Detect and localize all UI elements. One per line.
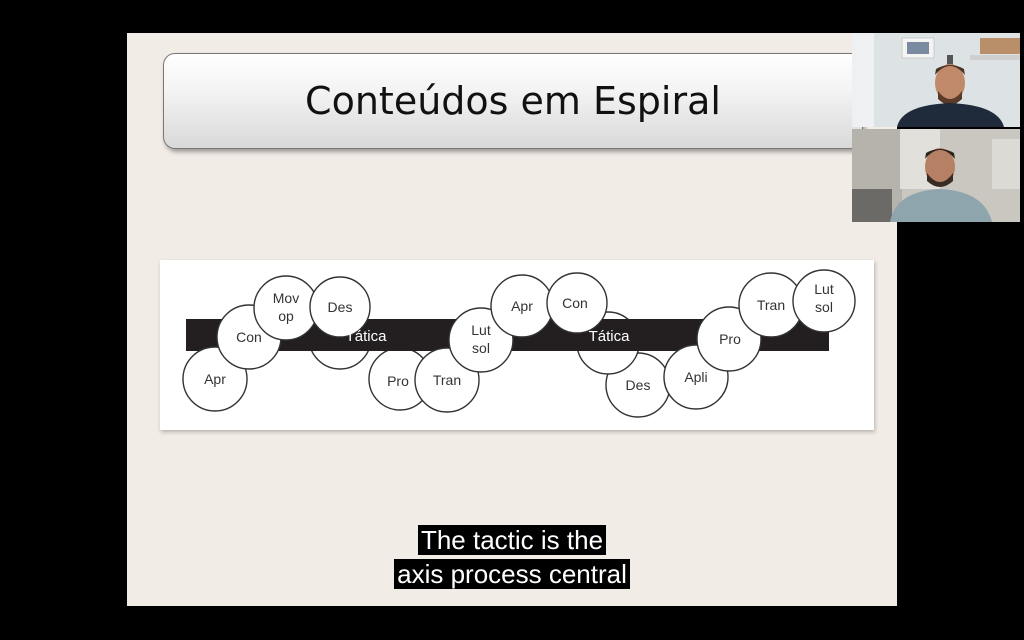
slide-title: Conteúdos em Espiral — [305, 79, 721, 123]
bar-label-tatica-1: Tática — [346, 328, 388, 345]
label-lut-1: Lut — [471, 322, 491, 338]
label-con-1: Con — [236, 329, 262, 345]
bar-label-tatica-2: Tática — [589, 328, 631, 345]
presentation-slide: Conteúdos em Espiral — [127, 33, 897, 606]
label-des-2: Des — [626, 377, 651, 393]
label-sol-1: sol — [472, 340, 490, 356]
caption-line-2: axis process central — [394, 559, 630, 589]
label-pro-1: Pro — [387, 373, 409, 389]
label-lut-2: Lut — [814, 281, 834, 297]
participant-video-1-feed — [852, 33, 1020, 127]
label-tran-2: Tran — [757, 297, 785, 313]
caption-line-1: The tactic is the — [417, 525, 607, 555]
participant-video-2[interactable] — [852, 129, 1020, 222]
circle-des-1 — [309, 276, 371, 338]
spiral-diagram: Tática Tática Apr Con Mov op Des Pro Tra… — [160, 260, 874, 430]
slide-title-box: Conteúdos em Espiral — [163, 53, 863, 149]
label-tran-1: Tran — [433, 372, 461, 388]
label-pro-2: Pro — [719, 331, 741, 347]
label-op: op — [278, 308, 294, 324]
label-con-2: Con — [562, 295, 588, 311]
circle-lut-sol-2 — [792, 269, 856, 333]
spiral-diagram-svg: Tática Tática Apr Con Mov op Des Pro Tra… — [182, 269, 856, 418]
label-apr-1: Apr — [204, 371, 226, 387]
participant-video-1[interactable] — [852, 33, 1020, 127]
label-mov: Mov — [273, 290, 299, 306]
participant-video-2-feed — [852, 129, 1020, 222]
subtitle-caption: The tactic is the axis process central — [127, 523, 897, 591]
label-sol-2: sol — [815, 299, 833, 315]
circle-con-2 — [546, 272, 608, 334]
label-des-1: Des — [328, 299, 353, 315]
label-apli: Apli — [684, 369, 707, 385]
label-apr-2: Apr — [511, 298, 533, 314]
